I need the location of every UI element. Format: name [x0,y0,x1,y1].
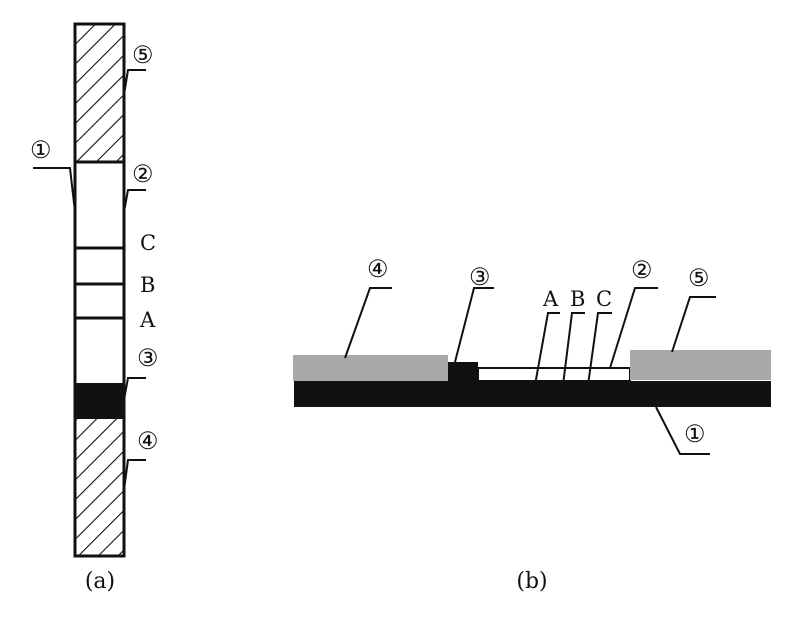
panel-b-membrane [477,367,631,382]
panel-b-callout-3-label: ③ [469,263,491,291]
panel-b-callout-1-label: ① [684,420,706,448]
panel-a-strip-outline [73,22,126,558]
panel-b: ④ ③ A B C ② ⑤ ① (b) [293,255,771,594]
panel-b-sample-pad [293,355,448,381]
panel-b-leader-B [562,312,585,386]
panel-b-leader-C [587,312,612,386]
panel-b-callout-5-label: ⑤ [688,264,710,292]
panel-a-callout-2-label: ② [132,160,154,188]
panel-b-callout-5: ⑤ [671,264,716,353]
panel-a: ⑤ ① ② C B A ③ ④ (a) [30,22,159,594]
panel-b-callout-4: ④ [344,255,392,359]
panel-b-label-C: C [596,287,612,311]
panel-b-callout-2-label: ② [631,256,653,284]
panel-b-caption: (b) [516,569,547,594]
panel-a-callout-5: ⑤ [123,41,154,96]
panel-a-conjugate-pad [75,383,124,419]
panel-b-callout-1: ① [655,406,710,455]
panel-a-sample-pad [75,419,124,556]
panel-a-callout-3: ③ [123,344,159,401]
panel-b-callout-3: ③ [454,263,494,363]
panel-a-label-B: B [140,273,155,297]
panel-a-absorbent-pad [75,24,124,162]
panel-b-leader-A [534,312,560,386]
panel-b-backing-card [294,381,771,407]
panel-b-callout-4-label: ④ [367,255,389,283]
panel-a-callout-3-label: ③ [137,344,159,372]
panel-a-callout-4: ④ [123,427,159,491]
panel-a-callout-1: ① [30,136,76,213]
panel-a-callout-5-label: ⑤ [132,41,154,69]
panel-a-caption: (a) [85,569,115,594]
panel-a-callout-2: ② [123,160,154,213]
panel-b-label-A: A [542,287,559,311]
panel-a-label-C: C [140,231,156,255]
panel-b-absorbent-pad [630,350,771,380]
panel-b-callout-2: ② [609,256,658,369]
panel-b-label-B: B [570,287,585,311]
panel-a-callout-4-label: ④ [137,427,159,455]
panel-a-callout-1-label: ① [30,136,52,164]
panel-a-label-A: A [139,308,156,332]
panel-b-conjugate-pad [448,362,478,381]
